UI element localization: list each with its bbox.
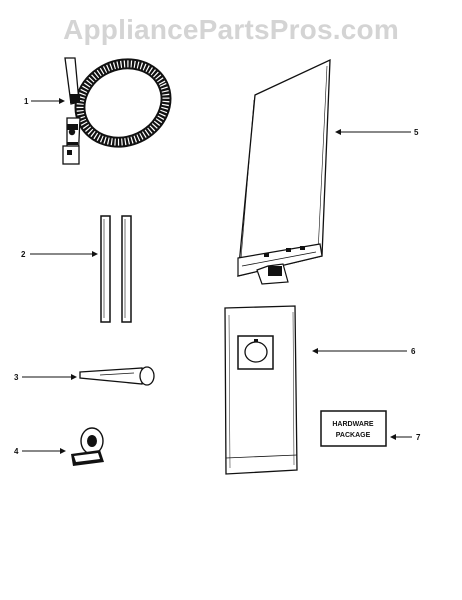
callout-7: 7: [416, 433, 421, 442]
leader-arrows: [22, 98, 412, 454]
part-3-crevice-tool: [79, 366, 155, 386]
part-4-dusting-brush: [71, 427, 104, 466]
watermark-text: AppliancePartsPros.com: [63, 14, 399, 45]
part-1-hose: [62, 57, 172, 165]
part-6-paper-bag: [224, 305, 298, 475]
callout-2: 2: [21, 250, 26, 259]
hardware-package-line-2: PACKAGE: [336, 432, 371, 439]
part-5-outer-bag: [237, 58, 331, 285]
callout-6: 6: [411, 347, 416, 356]
hardware-package-line-1: HARDWARE: [332, 421, 374, 428]
part-7-hardware-package: HARDWARE PACKAGE: [320, 410, 387, 447]
callout-5: 5: [414, 128, 419, 137]
callout-1: 1: [24, 97, 29, 106]
callout-numbers: 1 2 3 4 5 6 7: [14, 97, 421, 456]
callout-4: 4: [14, 447, 19, 456]
part-2-extension-wands: [100, 215, 132, 323]
callout-3: 3: [14, 373, 19, 382]
